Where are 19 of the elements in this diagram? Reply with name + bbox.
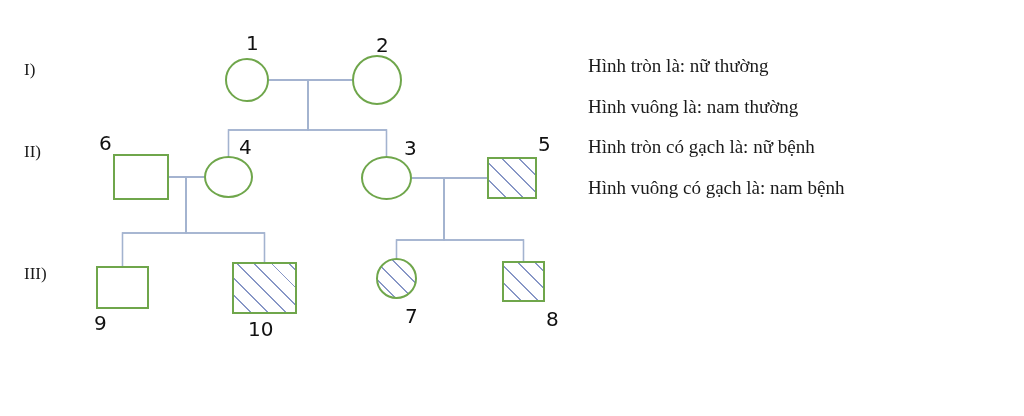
individual-number: 8 (546, 308, 559, 330)
legend-text: Hình tròn là: nữ thường (588, 55, 769, 78)
generation-label: III) (24, 264, 47, 285)
individual-number: 5 (538, 133, 551, 155)
individual-number: 9 (94, 312, 107, 334)
generation-label: II) (24, 142, 41, 163)
legend-text: Hình vuông có gạch là: nam bệnh (588, 177, 845, 200)
individual-number: 6 (99, 132, 112, 154)
individual-number: 1 (246, 32, 259, 54)
individual-number: 7 (405, 305, 418, 327)
legend-text: Hình tròn có gạch là: nữ bệnh (588, 136, 815, 159)
legend-text: Hình vuông là: nam thường (588, 96, 799, 119)
connector-line (443, 177, 525, 262)
generation-label: I) (24, 60, 36, 81)
individual-number: 2 (376, 34, 389, 56)
connector-line (185, 176, 266, 263)
individual-number: 3 (404, 137, 417, 159)
individual-number: 4 (239, 136, 252, 158)
individual-number: 10 (248, 318, 274, 340)
